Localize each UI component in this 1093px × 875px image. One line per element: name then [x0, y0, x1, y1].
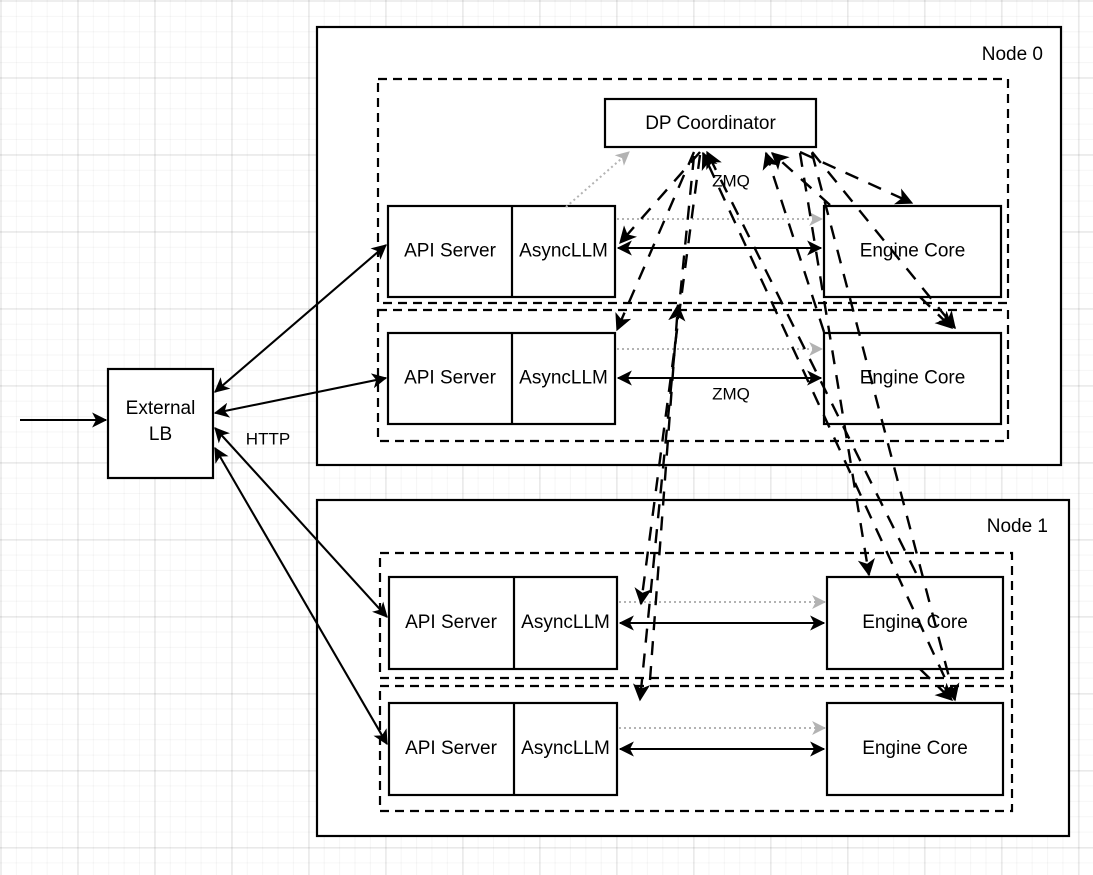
node0-rank1-zmq-label: ZMQ — [712, 384, 750, 403]
node-1-rank-1-asyncllm-label: AsyncLLM — [521, 738, 610, 759]
node-1-rank-1-group — [378, 684, 1014, 813]
coordinator-to-node0-rank0-asyncllm-edge — [619, 151, 701, 245]
engine-core-chain-edges — [919, 296, 953, 701]
node-0-rank-0-engine-core-label: Engine Core — [860, 241, 966, 262]
node0-rank0-to-rank1-enginecore-edge — [919, 296, 953, 329]
node-1-rank-0-apiserver-box[interactable] — [387, 575, 619, 671]
node1-rank0-to-rank1-enginecore-edge — [919, 668, 953, 701]
http-edges: HTTP — [213, 244, 388, 746]
node-1-rank-1-engine-core-label: Engine Core — [862, 738, 968, 759]
lb-to-node0-rank0-edge — [214, 244, 387, 393]
node-0-rank-1-enginecore-box[interactable] — [822, 331, 1003, 426]
external-lb-box[interactable] — [106, 367, 215, 480]
coordinator-to-node1-rank0-enginecore-edge — [798, 152, 875, 577]
node-0-rank-1-asyncllm-label: AsyncLLM — [519, 368, 608, 389]
node0-rank0-asyncllm-to-coordinator-dotted-edge — [565, 151, 630, 208]
node-0-title: Node 0 — [982, 44, 1043, 65]
coordinator-to-node0-rank1-asyncllm-edge — [615, 151, 696, 332]
node-0-rank-0-apiserver-box[interactable] — [386, 204, 617, 299]
node-1-rank-0-asyncllm-label: AsyncLLM — [521, 612, 610, 633]
dp-coordinator-label: DP Coordinator — [645, 113, 776, 134]
node-1-rank-0-api-server-label: API Server — [405, 612, 498, 633]
node-1-rank-1-enginecore-box[interactable] — [825, 701, 1005, 797]
node-0-rank-1-engine-core-label: Engine Core — [860, 368, 966, 389]
node-1-rank-1-api-server-label: API Server — [405, 738, 498, 759]
coordinator-to-node1-rank1-asyncllm-edge — [632, 155, 696, 702]
node1-rank0-asyncllm-to-coordinator-edge — [648, 303, 686, 681]
coordinator-to-node0-rank1-enginecore-edge — [811, 151, 956, 330]
dp-coordinator-edges — [615, 150, 960, 702]
node0-rank0-zmq-label: ZMQ — [712, 171, 750, 190]
external-lb-label-line2: LB — [149, 424, 172, 445]
node-1-rank-1-apiserver-box[interactable] — [387, 701, 619, 797]
node-1-container: Node 1 API Server AsyncLLM Engine Core A… — [315, 498, 1071, 838]
node-0-rank-0-api-server-label: API Server — [404, 241, 497, 262]
coordinator-to-node1-rank1-enginecore-edge — [810, 152, 960, 702]
node-0-rank-1-apiserver-box[interactable] — [386, 331, 617, 426]
coordinator-to-node1-rank0-asyncllm-edge — [634, 154, 702, 606]
lb-to-node1-rank1-edge — [214, 446, 388, 746]
node-0-container: Node 0 DP Coordinator API Server AsyncLL… — [315, 25, 1063, 467]
lb-to-node0-rank1-edge — [213, 373, 388, 418]
node0-rank0-enginecore-to-coordinator-edge — [770, 152, 831, 206]
external-lb-label-line1: External — [126, 398, 196, 419]
http-edge-label: HTTP — [246, 429, 290, 448]
node-0-rank-1-api-server-label: API Server — [404, 368, 497, 389]
node1-rank0-enginecore-to-coordinator-edge — [705, 150, 918, 574]
node-1-title: Node 1 — [987, 516, 1048, 537]
zmq-core-edges: ZMQ ZMQ — [616, 171, 827, 757]
node-0-rank-0-enginecore-box[interactable] — [822, 204, 1003, 299]
external-lb-group: External LB — [106, 367, 215, 480]
node-1-rank-0-group — [378, 551, 1014, 680]
node-0-rank-0-asyncllm-label: AsyncLLM — [519, 241, 608, 262]
node-1-rank-0-enginecore-box[interactable] — [825, 575, 1005, 671]
coordinator-to-node0-rank0-enginecore-edge — [799, 150, 914, 205]
node0-rank1-enginecore-to-coordinator-edge — [762, 151, 826, 333]
node1-rank1-enginecore-to-coordinator-edge — [701, 151, 957, 701]
node-0-rank-0-group — [376, 77, 1010, 305]
dp-coordinator-box[interactable] — [603, 97, 818, 149]
node-1-rank-0-engine-core-label: Engine Core — [862, 612, 968, 633]
